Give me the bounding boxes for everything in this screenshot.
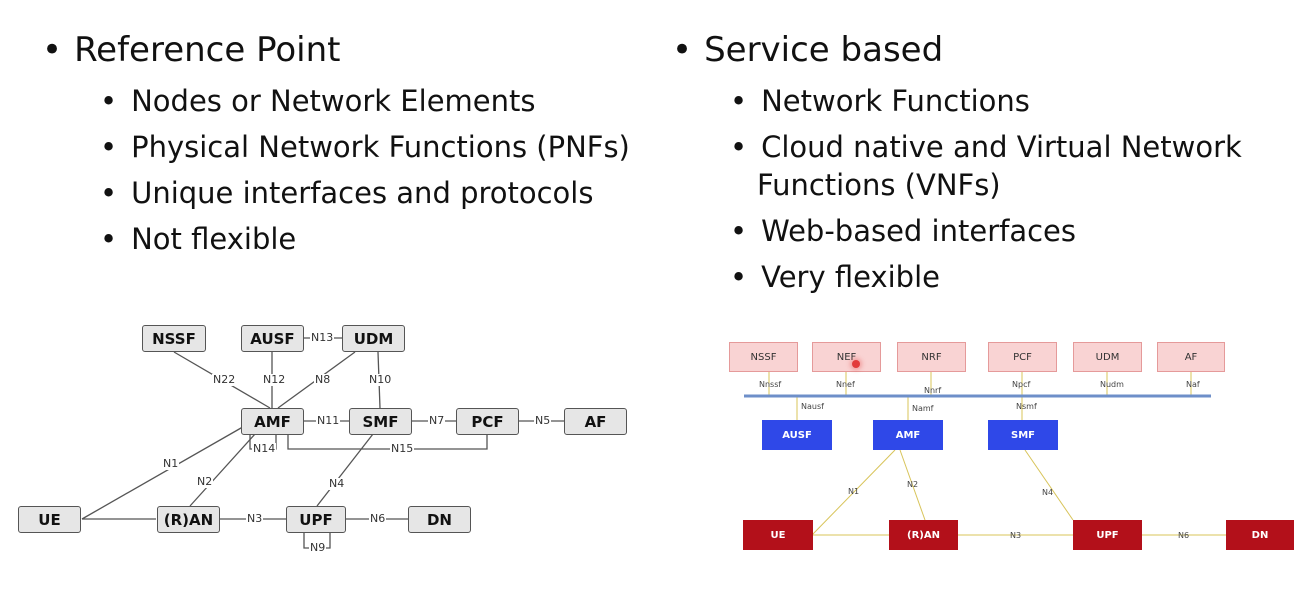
node-dn: DN <box>408 506 471 533</box>
link-label-n7: N7 <box>428 414 446 427</box>
left-bullet-item: • Physical Network Functions (PNFs) <box>100 130 630 164</box>
left-bullet-item: • Nodes or Network Elements <box>100 84 536 118</box>
link-label-n15: N15 <box>390 442 415 455</box>
node-ausf: AUSF <box>241 325 304 352</box>
node-nrf: NRF <box>897 342 966 372</box>
iface-label-namf: Namf <box>912 404 934 413</box>
left-bullet-item: • Unique interfaces and protocols <box>100 176 594 210</box>
bullet-dot: • <box>42 30 63 70</box>
iface-label-nnssf: Nnssf <box>759 380 782 389</box>
right-heading: Service based <box>704 30 944 70</box>
iface-label-nudm: Nudm <box>1100 380 1124 389</box>
iface-label-nnef: Nnef <box>836 380 855 389</box>
node-upf: UPF <box>286 506 346 533</box>
node-smf: SMF <box>349 408 412 435</box>
right-bullet-item: • Network Functions <box>730 84 1030 118</box>
iface-label-nnrf: Nnrf <box>924 386 942 395</box>
link-label-n1: N1 <box>848 487 860 496</box>
node-amf: AMF <box>873 420 943 450</box>
node-ran: (R)AN <box>889 520 958 550</box>
node-pcf: PCF <box>988 342 1057 372</box>
link-label-n4: N4 <box>1042 488 1054 497</box>
link-label-n2: N2 <box>196 475 214 488</box>
link-label-n3: N3 <box>246 512 264 525</box>
link-label-n1: N1 <box>162 457 180 470</box>
iface-label-nausf: Nausf <box>801 402 824 411</box>
link-label-n8: N8 <box>314 373 332 386</box>
link-smf-upf <box>316 433 374 507</box>
node-ue: UE <box>743 520 813 550</box>
left-heading: Reference Point <box>74 30 341 70</box>
link-ran-amf <box>899 449 926 521</box>
link-ran-amf <box>189 433 256 507</box>
link-smf-upf <box>1024 449 1074 521</box>
node-udm: UDM <box>1073 342 1142 372</box>
link-label-n2: N2 <box>907 480 919 489</box>
node-pcf: PCF <box>456 408 519 435</box>
link-label-n9: N9 <box>309 541 327 554</box>
iface-label-npcf: Npcf <box>1012 380 1031 389</box>
node-upf: UPF <box>1073 520 1142 550</box>
node-udm: UDM <box>342 325 405 352</box>
link-label-n12: N12 <box>262 373 287 386</box>
link-label-n3: N3 <box>1010 531 1022 540</box>
link-label-n14: N14 <box>252 442 277 455</box>
right-heading-row: • Service based <box>672 30 944 70</box>
node-ue: UE <box>18 506 81 533</box>
link-amf-pcf <box>287 434 488 450</box>
node-amf: AMF <box>241 408 304 435</box>
iface-label-naf: Naf <box>1186 380 1200 389</box>
node-ran: (R)AN <box>157 506 220 533</box>
node-af: AF <box>564 408 627 435</box>
link-label-n22: N22 <box>212 373 237 386</box>
node-nssf: NSSF <box>142 325 206 352</box>
link-label-n10: N10 <box>368 373 393 386</box>
link-ue-amf <box>81 423 249 520</box>
link-ue-amf <box>811 449 896 536</box>
link-label-n4: N4 <box>328 477 346 490</box>
link-label-n6: N6 <box>1178 531 1190 540</box>
node-nssf: NSSF <box>729 342 798 372</box>
right-bullet-item: • Web-based interfaces <box>730 214 1077 248</box>
right-bullet-continuation: Functions (VNFs) <box>757 168 1001 202</box>
left-bullet-item: • Not flexible <box>100 222 297 256</box>
left-heading-row: • Reference Point <box>42 30 341 70</box>
node-nef: NEF <box>812 342 881 372</box>
link-label-n11: N11 <box>316 414 341 427</box>
link-label-n13: N13 <box>310 331 335 344</box>
link-label-n5: N5 <box>534 414 552 427</box>
node-af: AF <box>1157 342 1225 372</box>
iface-label-nsmf: Nsmf <box>1016 402 1037 411</box>
node-smf: SMF <box>988 420 1058 450</box>
right-bullet-item: • Very flexible <box>730 260 940 294</box>
cursor-dot-icon <box>852 360 860 368</box>
link-label-n6: N6 <box>369 512 387 525</box>
node-dn: DN <box>1226 520 1294 550</box>
right-bullet-item: • Cloud native and Virtual Network <box>730 130 1242 164</box>
node-ausf: AUSF <box>762 420 832 450</box>
